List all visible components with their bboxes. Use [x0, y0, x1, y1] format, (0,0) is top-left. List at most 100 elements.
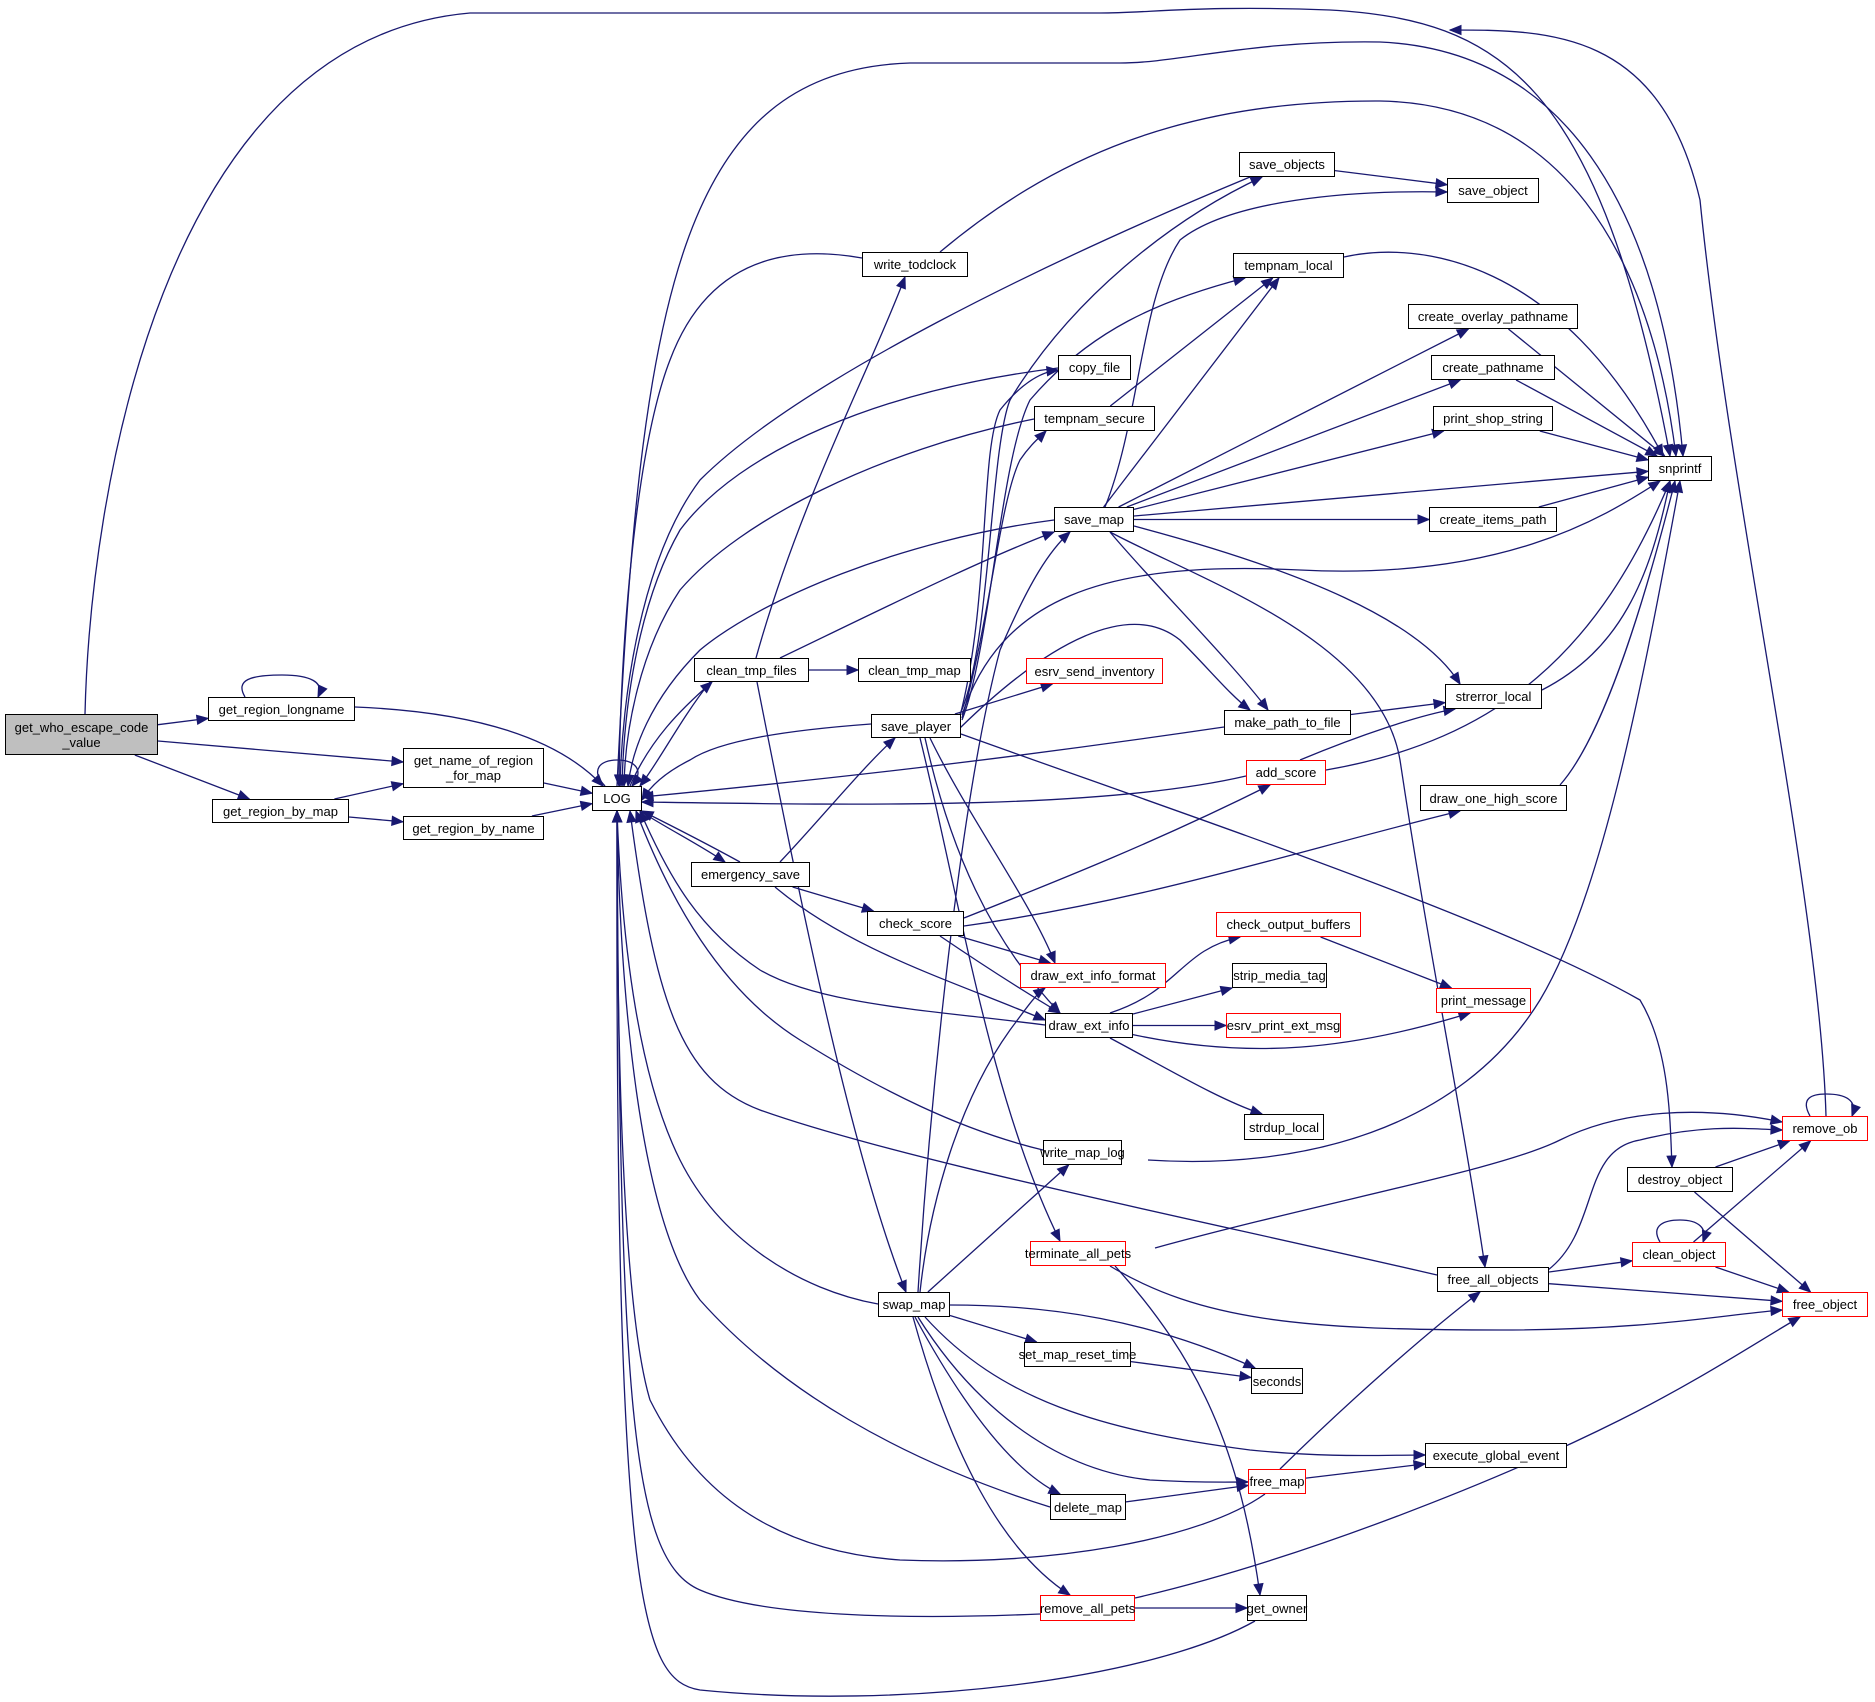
- node-get-name-of-region-for-map[interactable]: get_name_of_region _for_map: [403, 748, 544, 788]
- edge-LOG-to-LOG: [597, 759, 639, 787]
- node-label: add_score: [1255, 765, 1317, 780]
- edge-tempnam_secure-to-tempnam_local: [1109, 277, 1274, 407]
- edge-check_score-to-add_score: [963, 784, 1271, 919]
- node-execute-global-event[interactable]: execute_global_event: [1425, 1443, 1567, 1468]
- node-remove-ob[interactable]: remove_ob: [1782, 1116, 1868, 1141]
- edge-swap_map-to-draw_ext_info_format: [919, 987, 1046, 1293]
- edge-get_region_longname-to-get_region_longname: [241, 674, 321, 698]
- node-snprintf[interactable]: snprintf: [1648, 456, 1712, 481]
- node-remove-all-pets[interactable]: remove_all_pets: [1040, 1595, 1135, 1621]
- edge-destroy_object-to-remove_ob: [1715, 1140, 1790, 1168]
- node-create-items-path[interactable]: create_items_path: [1429, 507, 1557, 532]
- node-swap-map[interactable]: swap_map: [878, 1292, 950, 1317]
- node-log[interactable]: LOG: [592, 786, 642, 811]
- edge-save_map-to-make_path_to_file: [1109, 531, 1269, 711]
- node-label: esrv_send_inventory: [1034, 663, 1155, 679]
- node-seconds[interactable]: seconds: [1251, 1368, 1303, 1394]
- node-draw-ext-info[interactable]: draw_ext_info: [1045, 1013, 1133, 1038]
- node-save-player[interactable]: save_player: [871, 714, 961, 738]
- arrowhead-copy_file: [1045, 366, 1060, 377]
- arrowhead-create_pathname: [1447, 379, 1462, 389]
- node-free-all-objects[interactable]: free_all_objects: [1437, 1267, 1549, 1292]
- node-label: execute_global_event: [1432, 1448, 1560, 1463]
- node-create-pathname[interactable]: create_pathname: [1431, 355, 1555, 380]
- edge-print_shop_string-to-snprintf: [1539, 430, 1649, 461]
- edge-set_map_reset_time-to-seconds: [1130, 1360, 1252, 1379]
- node-check-score[interactable]: check_score: [867, 911, 964, 936]
- node-save-map[interactable]: save_map: [1054, 507, 1134, 532]
- node-add-score[interactable]: add_score: [1246, 760, 1326, 785]
- edge-check_output_buffers-to-print_message: [1320, 936, 1452, 989]
- arrowhead-save_player: [882, 737, 896, 750]
- arrowhead-save_object: [1435, 186, 1449, 198]
- arrowhead-remove_ob: [1770, 1124, 1784, 1135]
- node-get-region-by-map[interactable]: get_region_by_map: [212, 799, 349, 823]
- arrowhead-LOG: [640, 810, 655, 821]
- node-get-owner[interactable]: get_owner: [1247, 1595, 1307, 1621]
- edge-save_player-to-make_path_to_file: [959, 623, 1251, 729]
- node-clean-tmp-map[interactable]: clean_tmp_map: [858, 658, 971, 682]
- edge-write_todclock-to-snprintf: [939, 100, 1677, 457]
- node-label: save_object: [1458, 183, 1528, 198]
- node-tempnam-secure[interactable]: tempnam_secure: [1034, 406, 1155, 431]
- node-set-map-reset-time[interactable]: set_map_reset_time: [1019, 1342, 1136, 1367]
- node-strdup-local[interactable]: strdup_local: [1244, 1114, 1324, 1140]
- edge-clean_tmp_files-to-write_todclock: [755, 276, 906, 659]
- node-label: clean_tmp_map: [868, 662, 961, 678]
- edge-check_score-to-draw_ext_info: [939, 935, 1061, 1014]
- edge-save_map-to-snprintf: [1133, 470, 1649, 517]
- edge-swap_map-to-write_map_log: [927, 1164, 1070, 1293]
- node-draw-one-high-score[interactable]: draw_one_high_score: [1420, 785, 1567, 811]
- node-copy-file[interactable]: copy_file: [1058, 355, 1131, 380]
- node-label: get_name_of_region _for_map: [413, 753, 534, 783]
- arrowhead-remove_ob: [1851, 1103, 1861, 1118]
- arrowhead-write_todclock: [896, 275, 906, 290]
- edge-remove_all_pets-to-free_object: [1134, 1316, 1801, 1599]
- node-esrv-print-ext-msg[interactable]: esrv_print_ext_msg: [1226, 1013, 1341, 1038]
- arrowhead-create_overlay_pathname: [1455, 328, 1470, 339]
- arrowhead-LOG: [640, 796, 654, 808]
- node-free-map[interactable]: free_map: [1248, 1469, 1306, 1494]
- arrowhead-esrv_send_inventory: [1039, 682, 1054, 693]
- node-label: strdup_local: [1248, 1119, 1320, 1135]
- edge-swap_map-to-delete_map: [914, 1316, 1061, 1495]
- edge-create_pathname-to-snprintf: [1515, 379, 1658, 457]
- node-strip-media-tag[interactable]: strip_media_tag: [1232, 963, 1327, 988]
- node-get-region-longname[interactable]: get_region_longname: [208, 697, 355, 721]
- node-save-object[interactable]: save_object: [1447, 178, 1539, 203]
- node-terminate-all-pets[interactable]: terminate_all_pets: [1025, 1241, 1131, 1266]
- node-delete-map[interactable]: delete_map: [1050, 1494, 1126, 1520]
- node-make-path-to-file[interactable]: make_path_to_file: [1224, 710, 1351, 735]
- node-write-map-log[interactable]: write_map_log: [1040, 1140, 1125, 1165]
- node-esrv-send-inventory[interactable]: esrv_send_inventory: [1026, 658, 1163, 684]
- arrowhead-snprintf: [1644, 445, 1659, 457]
- node-label: emergency_save: [701, 867, 800, 882]
- node-print-shop-string[interactable]: print_shop_string: [1433, 406, 1553, 431]
- node-create-overlay-pathname[interactable]: create_overlay_pathname: [1408, 304, 1578, 329]
- node-free-object[interactable]: free_object: [1782, 1292, 1868, 1317]
- arrowhead-seconds: [1238, 1370, 1253, 1382]
- node-label: tempnam_local: [1244, 258, 1333, 273]
- node-print-message[interactable]: print_message: [1436, 988, 1531, 1013]
- edge-strerror_local-to-snprintf: [1541, 480, 1671, 691]
- arrowhead-clean_object: [1701, 1229, 1712, 1244]
- node-write-todclock[interactable]: write_todclock: [862, 252, 968, 277]
- node-clean-tmp-files[interactable]: clean_tmp_files: [694, 658, 809, 682]
- edge-save_map-to-print_shop_string: [1133, 430, 1444, 511]
- node-save-objects[interactable]: save_objects: [1239, 152, 1335, 177]
- arrowhead-make_path_to_file: [1256, 697, 1269, 712]
- node-get-who-escape-code-value[interactable]: get_who_escape_code _value: [5, 714, 158, 755]
- node-clean-object[interactable]: clean_object: [1632, 1242, 1726, 1267]
- edge-write_todclock-to-LOG: [618, 253, 863, 787]
- node-emergency-save[interactable]: emergency_save: [691, 862, 810, 887]
- edge-swap_map-to-remove_all_pets: [912, 1316, 1071, 1596]
- arrowhead-remove_ob: [1769, 1114, 1784, 1125]
- edge-draw_ext_info-to-strdup_local: [1109, 1037, 1263, 1115]
- node-draw-ext-info-format[interactable]: draw_ext_info_format: [1020, 963, 1166, 988]
- node-destroy-object[interactable]: destroy_object: [1627, 1167, 1733, 1192]
- edge-emergency_save-to-LOG: [641, 810, 741, 863]
- node-tempnam-local[interactable]: tempnam_local: [1233, 253, 1344, 278]
- node-strerror-local[interactable]: strerror_local: [1445, 684, 1542, 709]
- node-check-output-buffers[interactable]: check_output_buffers: [1216, 912, 1361, 937]
- node-get-region-by-name[interactable]: get_region_by_name: [403, 816, 544, 840]
